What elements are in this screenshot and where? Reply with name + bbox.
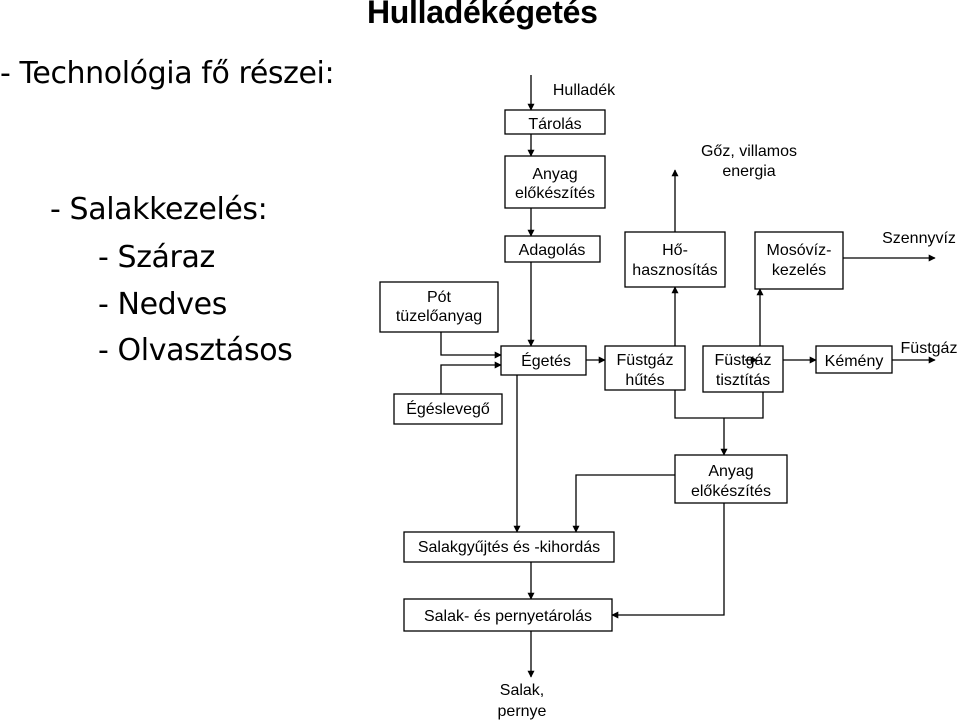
label-hohasznositas: Hő-hasznosítás bbox=[632, 242, 717, 279]
bullet-nedves: - Nedves bbox=[98, 287, 227, 322]
label-szennyviz: Szennyvíz bbox=[882, 230, 956, 247]
box-mosoviz-kezeles bbox=[754, 231, 844, 290]
box-anyag-elokeszites-bottom bbox=[674, 454, 788, 504]
label-salak-pernye: Salak,pernye bbox=[498, 682, 547, 720]
label-tarolas: Tárolás bbox=[528, 116, 581, 133]
flow-connectors bbox=[440, 75, 936, 678]
arrow-anyag-salakgyujtes bbox=[572, 474, 675, 533]
connector-hutes-tisztitas-merge bbox=[674, 390, 764, 419]
box-salakgyujtes bbox=[403, 531, 615, 563]
bullet-olvasztasos: - Olvasztásos bbox=[98, 333, 293, 368]
box-tarolas bbox=[504, 109, 606, 135]
box-salak-pernyetarolas bbox=[403, 598, 613, 632]
slide-title: Hulladékégetés bbox=[367, 0, 598, 30]
arrow-pot-egetes bbox=[440, 332, 502, 359]
label-egeslevego: Égéslevegő bbox=[406, 399, 490, 418]
bullet-salakkezeles: - Salakkezelés: bbox=[50, 192, 268, 227]
label-kemeny: Kémény bbox=[825, 353, 884, 370]
box-fustgaz-tisztitas bbox=[702, 345, 784, 393]
bullet-szaraz: - Száraz bbox=[98, 240, 215, 275]
bullet-technologia: - Technológia fő részei: bbox=[0, 56, 335, 91]
label-egetes: Égetés bbox=[521, 351, 571, 370]
label-mosoviz-kezeles: Mosóvíz-kezelés bbox=[767, 242, 832, 279]
arrow-anyag-pernyetarolas bbox=[611, 503, 725, 619]
box-fustgaz-hutes bbox=[604, 345, 686, 391]
box-hohasznositas bbox=[624, 231, 726, 288]
label-adagolas: Adagolás bbox=[519, 242, 586, 259]
label-salakgyujtes: Salakgyűjtés és -kihordás bbox=[418, 539, 600, 556]
arrow-egeslevego-egetes bbox=[440, 361, 502, 394]
label-hulladek: Hulladék bbox=[553, 82, 616, 99]
box-pot-tuzeloanyag bbox=[379, 281, 499, 333]
box-adagolas bbox=[504, 235, 601, 263]
box-egetes bbox=[500, 345, 587, 376]
box-egeslevego bbox=[393, 393, 503, 425]
box-kemeny bbox=[815, 345, 893, 374]
label-fustgaz-out: Füstgáz bbox=[901, 340, 958, 357]
box-anyag-elokeszites-top bbox=[504, 155, 606, 209]
label-salak-pernyetarolas: Salak- és pernyetárolás bbox=[424, 608, 592, 625]
